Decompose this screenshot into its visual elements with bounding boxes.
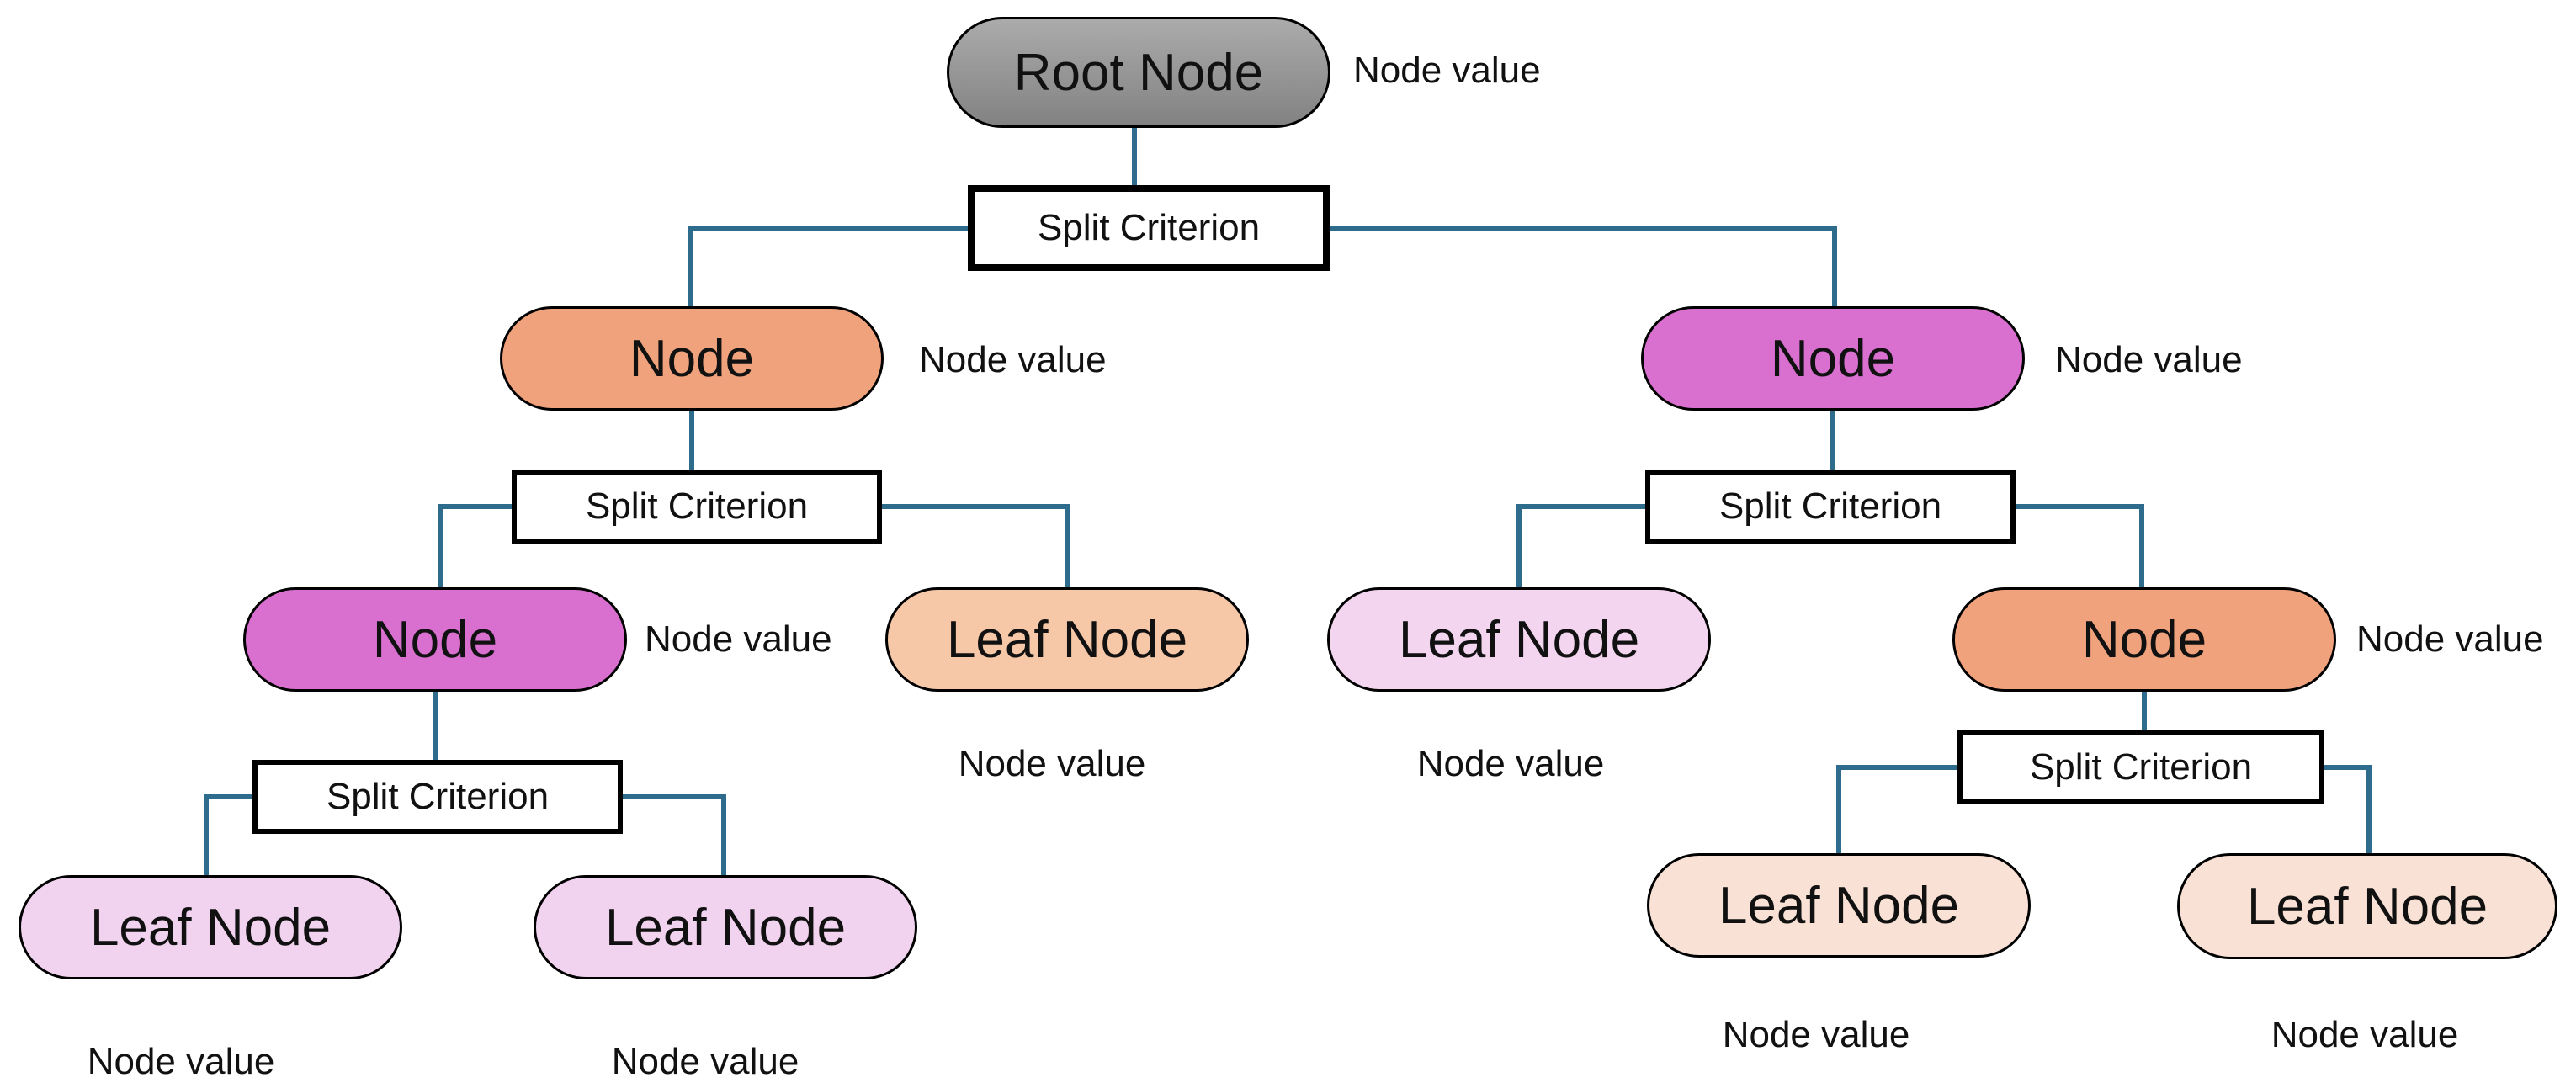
node-pill: Node [1641, 306, 2025, 411]
node-value-label: Node value [1722, 1014, 1910, 1055]
connector-line [1326, 226, 1837, 310]
split-criterion-box: Split Criterion [252, 760, 623, 834]
split-criterion-box: Split Criterion [1957, 730, 2324, 804]
leaf-node-pill: Leaf Node [19, 875, 402, 979]
node-value-label: Node value [1353, 50, 1541, 91]
node-value-label: Node value [2055, 339, 2243, 380]
node-value-label: Node value [645, 618, 832, 660]
connector-line [688, 226, 971, 310]
node-value-label: Node value [919, 339, 1107, 380]
split-criterion-box: Split Criterion [968, 185, 1330, 271]
node-pill: Node [243, 587, 627, 692]
node-value-label: Node value [1416, 743, 1605, 784]
leaf-node-pill: Leaf Node [885, 587, 1249, 692]
node-pill: Node [1952, 587, 2336, 692]
connector-line [1836, 765, 1961, 857]
node-value-label: Node value [2356, 618, 2544, 660]
connector-line [1516, 504, 1649, 592]
connector-line [438, 504, 515, 592]
node-pill: Node [500, 306, 884, 411]
leaf-node-pill: Leaf Node [534, 875, 917, 979]
connector-line [619, 794, 726, 878]
leaf-node-pill: Leaf Node [1327, 587, 1711, 692]
node-value-label: Node value [87, 1041, 275, 1082]
leaf-node-pill: Leaf Node [1647, 853, 2031, 958]
leaf-node-pill: Leaf Node [2177, 853, 2557, 959]
node-value-label: Node value [611, 1041, 799, 1082]
node-value-label: Node value [2271, 1014, 2459, 1055]
split-criterion-box: Split Criterion [512, 470, 882, 544]
root-node-pill: Root Node [947, 17, 1330, 128]
connector-line [2012, 504, 2144, 592]
connector-line [204, 794, 256, 878]
connector-line [879, 504, 1070, 592]
node-value-label: Node value [958, 743, 1146, 784]
split-criterion-box: Split Criterion [1645, 470, 2016, 544]
connector-line [2321, 765, 2372, 857]
